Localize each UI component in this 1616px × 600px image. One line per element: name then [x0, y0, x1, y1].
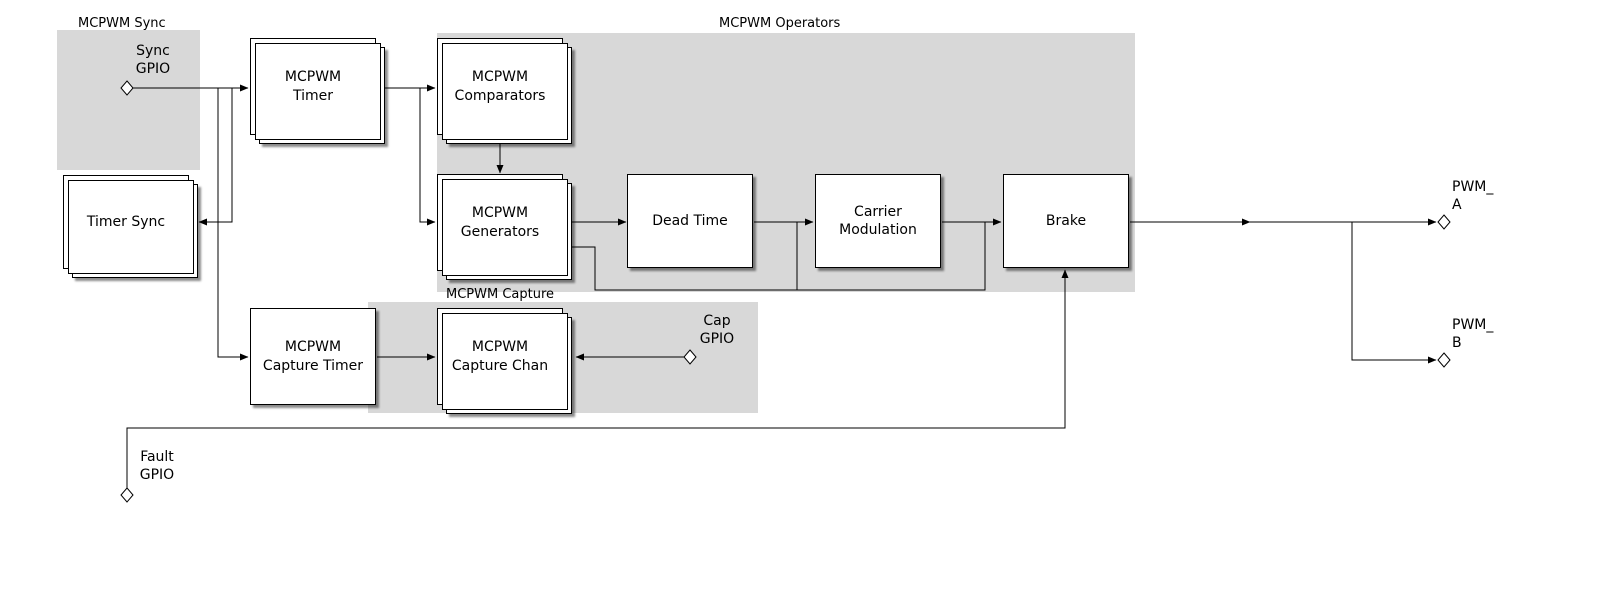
- node-mcpwm-capture-timer-label: MCPWM Capture Timer: [262, 339, 364, 374]
- wire-generators-bypass: [572, 222, 986, 291]
- node-mcpwm-generators-label: MCPWM Generators: [460, 205, 540, 240]
- node-mcpwm-generators: MCPWM Generators: [437, 174, 563, 271]
- node-dead-time: Dead Time: [627, 174, 753, 268]
- pwm-b-diamond: [1437, 352, 1451, 368]
- port-label-pwm-b: PWM_ B: [1452, 317, 1494, 351]
- wire-fault-to-brake: [126, 269, 1069, 488]
- node-mcpwm-timer-label: MCPWM Timer: [284, 69, 342, 104]
- node-mcpwm-comparators: MCPWM Comparators: [437, 38, 563, 135]
- fault-gpio-diamond: [120, 487, 134, 503]
- wire-timer-to-generators: [419, 88, 436, 226]
- node-mcpwm-capture-chan-label: MCPWM Capture Chan: [451, 339, 549, 374]
- node-brake: Brake: [1003, 174, 1129, 268]
- port-label-fault-gpio: Fault GPIO: [139, 449, 175, 483]
- region-label-mcpwm-capture: MCPWM Capture: [446, 287, 555, 302]
- cap-gpio-diamond: [683, 349, 697, 365]
- region-label-mcpwm-operators: MCPWM Operators: [719, 16, 841, 31]
- sync-gpio-diamond: [120, 80, 134, 96]
- node-mcpwm-timer: MCPWM Timer: [250, 38, 376, 135]
- port-label-pwm-a: PWM_ A: [1452, 179, 1494, 213]
- node-mcpwm-comparators-label: MCPWM Comparators: [454, 69, 546, 104]
- node-carrier-modulation-label: Carrier Modulation: [839, 203, 917, 238]
- node-carrier-modulation: Carrier Modulation: [815, 174, 941, 268]
- wire-sync-branch-to-capture-timer: [217, 88, 249, 361]
- node-timer-sync-label: Timer Sync: [86, 213, 166, 230]
- node-mcpwm-capture-timer: MCPWM Capture Timer: [250, 308, 376, 405]
- node-timer-sync: Timer Sync: [63, 175, 189, 269]
- region-label-mcpwm-sync: MCPWM Sync: [78, 16, 166, 31]
- region-mcpwm-sync: [57, 30, 200, 170]
- pwm-a-diamond: [1437, 214, 1451, 230]
- port-label-cap-gpio: Cap GPIO: [699, 313, 735, 347]
- node-mcpwm-capture-chan: MCPWM Capture Chan: [437, 308, 563, 405]
- node-brake-label: Brake: [1045, 212, 1087, 229]
- node-dead-time-label: Dead Time: [652, 212, 728, 229]
- port-label-sync-gpio: Sync GPIO: [135, 43, 171, 77]
- wire-branch-to-pwmb: [1351, 222, 1437, 364]
- wire-timer-to-timer-sync: [198, 88, 233, 226]
